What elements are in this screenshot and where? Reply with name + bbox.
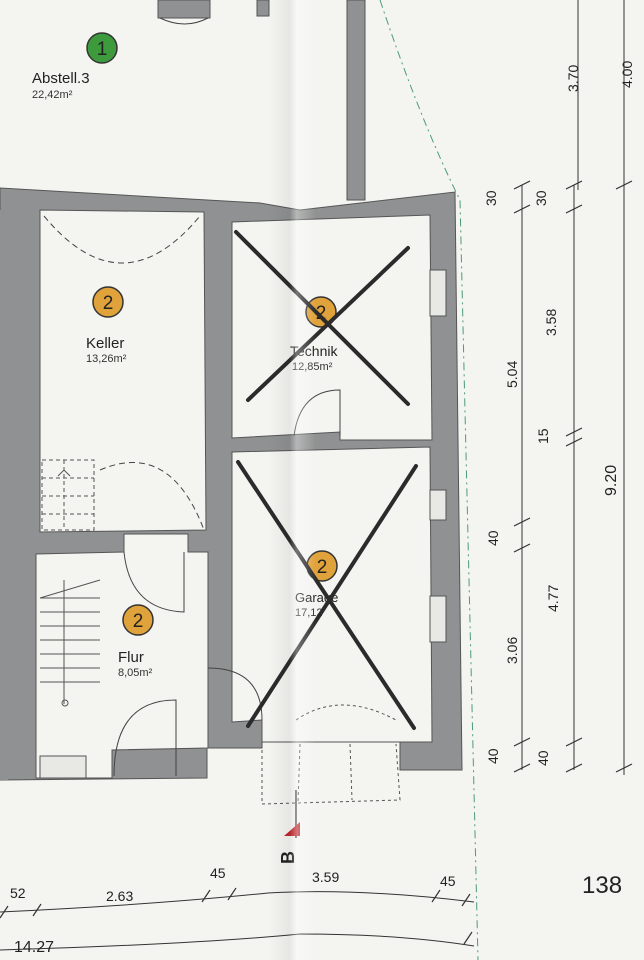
badge-abstell: 1 xyxy=(86,32,118,64)
dim-label: 40 xyxy=(535,750,551,766)
page-number: 138 xyxy=(582,872,622,899)
room-area-keller: 13,26m² xyxy=(86,353,127,365)
dim-label: 15 xyxy=(535,428,551,444)
property-line xyxy=(379,0,479,960)
badge-number: 2 xyxy=(133,611,144,632)
dim-label: 2.63 xyxy=(106,888,133,904)
stair-arrow-icon xyxy=(57,469,71,477)
dim-label: 40 xyxy=(485,530,501,546)
upper-door-swing xyxy=(159,17,209,25)
badge-number: 2 xyxy=(317,557,328,578)
badge-technik: 2 xyxy=(305,296,337,328)
dim-label: 30 xyxy=(483,190,499,206)
room-name-flur: Flur xyxy=(118,649,144,666)
dimension-labels-vertical: 30 5.04 15 40 3.06 40 30 3.58 4.77 40 3.… xyxy=(483,61,635,766)
cross-out-technik xyxy=(234,230,410,406)
section-marker-icon xyxy=(284,822,300,836)
badge-keller: 2 xyxy=(92,286,124,318)
room-name-abstell: Abstell.3 xyxy=(32,70,90,87)
room-name-keller: Keller xyxy=(86,335,124,352)
dim-label: 3.58 xyxy=(543,309,559,336)
section-marker-label: B xyxy=(278,851,298,864)
badge-flur: 2 xyxy=(122,604,154,636)
walls xyxy=(0,187,463,781)
dim-label: 4.77 xyxy=(545,585,561,612)
room-area-garage: 17,12 xyxy=(295,607,323,619)
dimension-lines-horizontal xyxy=(0,891,475,951)
dim-label: 3.59 xyxy=(312,869,339,885)
dim-label: 3.06 xyxy=(504,637,520,664)
badge-number: 2 xyxy=(103,293,114,314)
dim-label: 40 xyxy=(485,748,501,764)
dimension-labels-horizontal: 52 2.63 45 3.59 45 14.27 xyxy=(10,865,456,956)
upper-walls xyxy=(157,0,366,201)
windows xyxy=(39,269,447,779)
door-swings xyxy=(43,215,341,777)
dim-label: 9.20 xyxy=(603,465,620,496)
room-area-flur: 8,05m² xyxy=(118,667,153,679)
room-area-technik: 12,85m² xyxy=(292,361,333,373)
stairs-above-dashed xyxy=(41,459,95,531)
stairs xyxy=(39,579,101,707)
dim-label: 52 xyxy=(10,885,26,901)
dim-label: 4.00 xyxy=(619,61,635,88)
dim-label: 45 xyxy=(440,873,456,889)
badge-number: 1 xyxy=(97,39,108,60)
badge-number: 2 xyxy=(316,303,327,324)
room-area-abstell: 22,42m² xyxy=(32,89,73,101)
dimension-ticks-vertical xyxy=(513,180,633,773)
dim-label: 3.70 xyxy=(565,65,581,92)
dimension-ticks-horizontal xyxy=(0,887,473,945)
total-width-label: 14.27 xyxy=(14,939,54,956)
cross-out-garage xyxy=(236,460,418,730)
dim-label: 5.04 xyxy=(504,361,520,388)
dim-label: 45 xyxy=(210,865,226,881)
dimension-lines-vertical xyxy=(521,0,625,775)
dim-label: 30 xyxy=(533,190,549,206)
outside-ramp xyxy=(261,704,401,805)
left-outer-wall xyxy=(0,210,8,780)
